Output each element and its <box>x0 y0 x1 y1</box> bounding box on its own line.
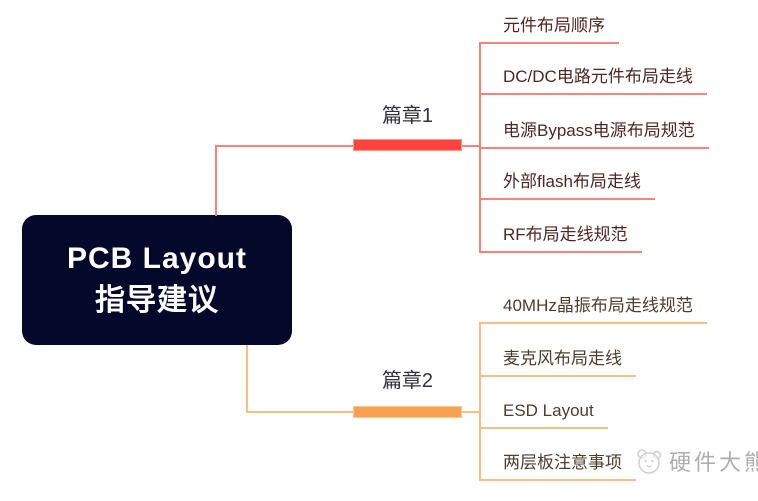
branch1-connector-vertical <box>215 146 217 216</box>
watermark: 硬件大熊 <box>634 445 758 477</box>
branch1-bar-to-children-line <box>462 145 481 147</box>
topic-item[interactable]: 40MHz晶振布局走线规范 <box>480 295 707 324</box>
root-node[interactable]: PCB Layout 指导建议 <box>22 215 292 345</box>
watermark-text: 硬件大熊 <box>669 450 758 475</box>
topic-item[interactable]: 麦克风布局走线 <box>480 348 636 377</box>
topic-item[interactable]: 两层板注意事项 <box>480 452 636 481</box>
root-title-line1: PCB Layout <box>66 242 247 275</box>
branch2-label[interactable]: 篇章2 <box>381 370 434 392</box>
branch2-bar-to-children-line <box>462 411 481 413</box>
topic-item[interactable]: 电源Bypass电源布局规范 <box>480 120 709 149</box>
branch2-bar[interactable] <box>353 406 462 418</box>
branch2-connector-horizontal <box>246 411 355 413</box>
branch1-connector-horizontal <box>215 145 355 147</box>
topic-item[interactable]: ESD Layout <box>480 400 608 429</box>
topic-item[interactable]: DC/DC电路元件布局走线 <box>480 66 707 95</box>
topic-item[interactable]: RF布局走线规范 <box>480 224 642 253</box>
bear-face-icon <box>634 446 664 476</box>
branch2-children-vertical-line <box>479 322 481 481</box>
branch1-bar[interactable] <box>353 139 462 151</box>
branch2-connector-vertical <box>246 345 248 413</box>
branch1-label[interactable]: 篇章1 <box>381 105 434 127</box>
topic-item[interactable]: 外部flash布局走线 <box>480 171 655 200</box>
root-title-line2: 指导建议 <box>95 284 219 317</box>
topic-item[interactable]: 元件布局顺序 <box>480 15 619 44</box>
